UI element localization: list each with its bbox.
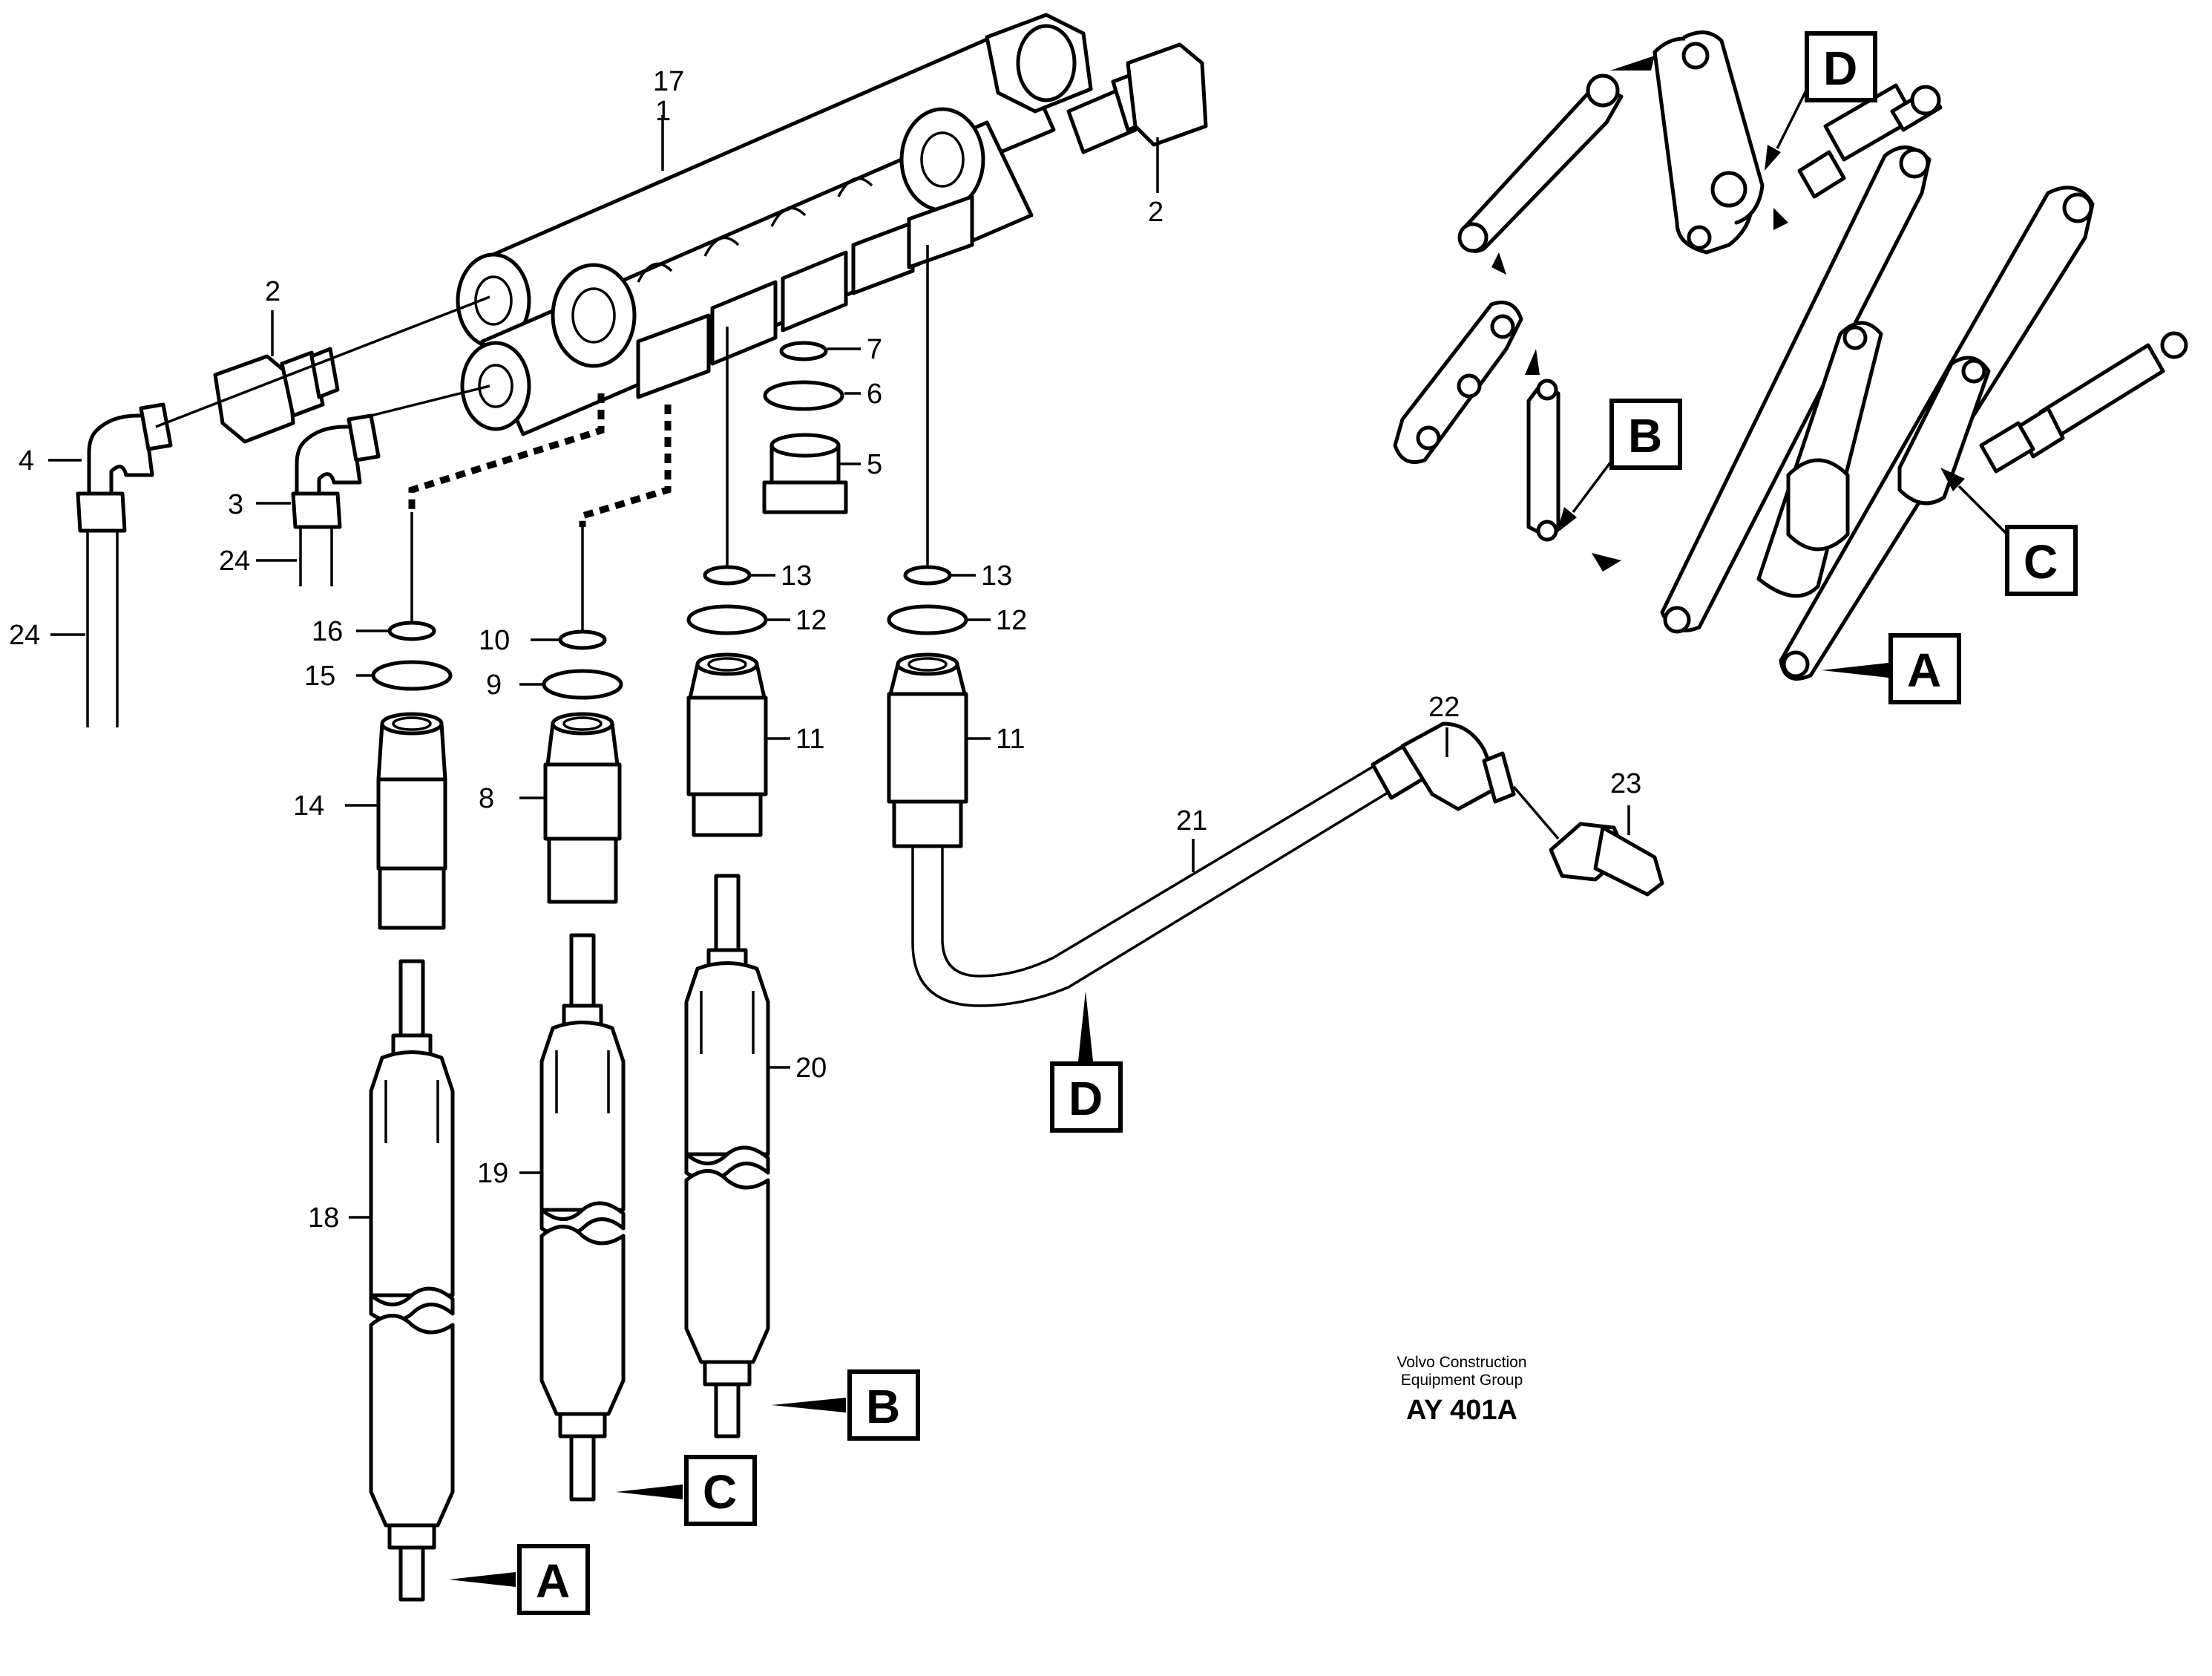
callout-20: 20 <box>795 1053 827 1084</box>
letter-box-D-top: D <box>1765 31 1877 171</box>
letter-A-bottom: A <box>536 1554 570 1608</box>
letter-box-D-pipe: D <box>1050 991 1123 1133</box>
callout-6: 6 <box>867 379 882 410</box>
callout-11-b: 11 <box>996 724 1025 755</box>
elbow-4 <box>76 402 173 727</box>
callout-3: 3 <box>228 489 243 520</box>
hose-19 <box>539 933 626 1502</box>
callout-13-a: 13 <box>781 560 812 592</box>
letter-box-A-bottom: A <box>449 1544 590 1615</box>
callout-1: 1 <box>655 96 671 127</box>
callout-14: 14 <box>293 790 324 822</box>
callout-9: 9 <box>486 670 502 701</box>
callout-12-a: 12 <box>795 605 827 636</box>
loader-linkage <box>1393 30 2188 681</box>
callout-19: 19 <box>477 1158 508 1189</box>
elbow-22 <box>1371 721 1516 811</box>
manifold-block <box>456 13 1093 436</box>
letter-box-B-top: B <box>1557 399 1682 533</box>
hose-20 <box>684 874 770 1438</box>
footer-code: AY 401A <box>1406 1395 1517 1426</box>
callout-12-b: 12 <box>996 605 1027 636</box>
letter-D-top: D <box>1823 42 1857 95</box>
callout-16: 16 <box>312 616 343 647</box>
letter-B-bottom: B <box>866 1380 900 1433</box>
fitting-stack-14 <box>371 621 453 930</box>
footer-line2: Equipment Group <box>1401 1372 1523 1389</box>
fitting-stack-11-left <box>686 565 768 837</box>
letter-D-pipe: D <box>1069 1072 1103 1125</box>
letter-box-C-bottom: C <box>616 1455 757 1526</box>
connector-left <box>213 347 340 444</box>
plug-and-seals <box>762 341 848 514</box>
letter-box-A-right: A <box>1822 633 1961 704</box>
callout-8: 8 <box>479 783 494 814</box>
letter-C-right: C <box>2024 535 2058 589</box>
callout-13-b: 13 <box>981 560 1012 592</box>
letter-C-bottom: C <box>703 1465 737 1519</box>
callout-10: 10 <box>479 625 510 656</box>
callout-23: 23 <box>1610 768 1641 799</box>
callout-21: 21 <box>1176 805 1207 837</box>
callout-18: 18 <box>308 1202 339 1234</box>
callout-labels: 17 1 2 2 4 3 24 24 7 6 5 16 15 14 10 9 8… <box>9 66 1641 1234</box>
elbow-3 <box>291 413 381 586</box>
callout-15: 15 <box>304 661 335 692</box>
letter-B-top: B <box>1628 409 1662 462</box>
nut-23 <box>1512 785 1664 897</box>
pipe-21 <box>911 763 1392 1007</box>
connector-right <box>1066 42 1208 154</box>
callout-5: 5 <box>867 449 882 480</box>
callout-leaders <box>48 115 1630 1219</box>
callout-24-b: 24 <box>9 620 40 651</box>
callout-24-a: 24 <box>219 546 250 577</box>
callout-11-a: 11 <box>795 724 824 755</box>
leader-lines <box>155 245 929 631</box>
callout-4: 4 <box>19 445 34 477</box>
letter-box-C-right: C <box>1940 468 2078 596</box>
fitting-stack-8 <box>542 629 623 904</box>
letter-box-B-bottom: B <box>772 1369 920 1441</box>
callout-22: 22 <box>1428 692 1460 723</box>
callout-2-left: 2 <box>265 276 280 307</box>
hose-18 <box>369 959 455 1602</box>
fitting-stack-11-right <box>887 565 968 848</box>
letter-A-right: A <box>1907 644 1941 697</box>
footer-credit: Volvo Construction Equipment Group AY 40… <box>1397 1354 1526 1426</box>
callout-17: 17 <box>653 66 684 97</box>
callout-2-right: 2 <box>1148 197 1164 228</box>
callout-7: 7 <box>867 334 882 365</box>
footer-line1: Volvo Construction <box>1397 1354 1526 1371</box>
